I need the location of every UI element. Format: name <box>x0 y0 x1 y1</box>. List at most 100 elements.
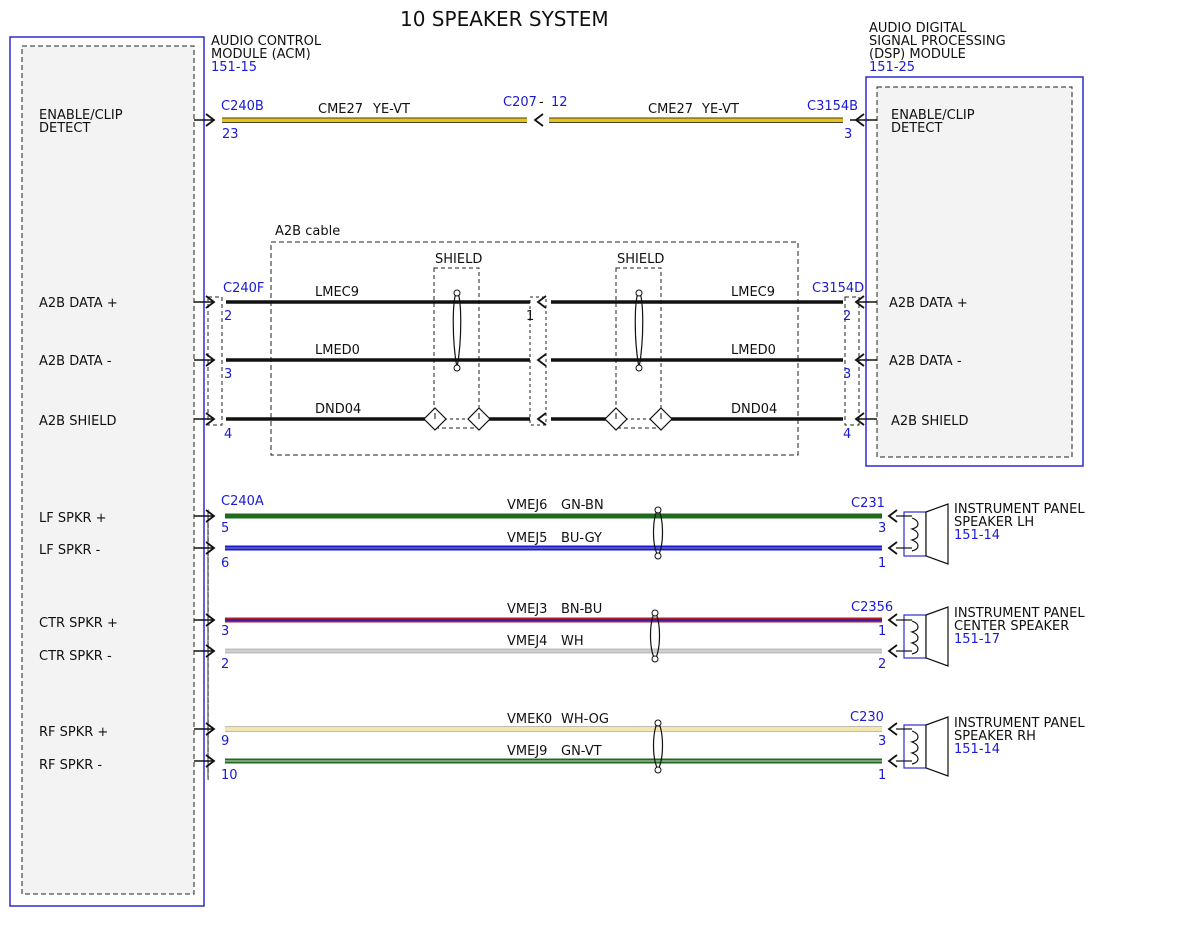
pin-3-rh: 3 <box>878 734 886 749</box>
acm-pin-a2b-data-plus: A2B DATA + <box>39 296 118 311</box>
speaker-icon <box>925 503 949 565</box>
dsp-pin-a2b-shield: A2B SHIELD <box>891 414 969 429</box>
color-wh: WH <box>561 634 584 649</box>
pin-4-acm-a2b: 4 <box>224 427 232 442</box>
shield-right-outline <box>615 267 662 429</box>
arrow-icon <box>536 412 547 426</box>
circuit-vmej9: VMEJ9 <box>507 744 547 759</box>
speaker-center <box>896 606 949 667</box>
speaker-rh-line2: SPEAKER RH <box>954 729 1036 744</box>
speaker-rh-ref: 151-14 <box>954 742 1000 757</box>
a2b-wires <box>194 289 877 431</box>
arrow-icon <box>887 541 898 555</box>
conn-c2356: C2356 <box>851 600 893 615</box>
acm-outline <box>9 36 205 907</box>
conn-c207-dash: - <box>539 95 544 110</box>
circuit-cme27-right: CME27 <box>648 102 693 117</box>
color-wh-og: WH-OG <box>561 712 609 727</box>
pin-4-dsp-a2b: 4 <box>843 427 851 442</box>
speaker-lh-line1: INSTRUMENT PANEL <box>954 502 1085 517</box>
twist-end <box>651 655 659 663</box>
acm-name-line1: AUDIO CONTROL <box>211 34 322 49</box>
pin-3-acm-a2b: 3 <box>224 367 232 382</box>
dsp-name-line1: AUDIO DIGITAL <box>869 21 967 36</box>
conn-c240a: C240A <box>221 494 264 509</box>
circuit-dnd04-left: DND04 <box>315 402 361 417</box>
speaker-rh <box>896 716 949 777</box>
arrow-icon <box>854 113 865 127</box>
conn-c3154b: C3154B <box>807 99 858 114</box>
pin-2-ctr: 2 <box>878 657 886 672</box>
circuit-lmed0-left: LMED0 <box>315 343 360 358</box>
twist-end <box>654 766 662 774</box>
acm-ref: 151-15 <box>211 60 257 75</box>
shield-right-label: SHIELD <box>617 252 664 267</box>
arrow-icon <box>854 412 865 426</box>
acm-pin-a2b-data-minus: A2B DATA - <box>39 354 112 369</box>
acm-name-line2: MODULE (ACM) <box>211 47 311 62</box>
acm-pin-ctr-minus: CTR SPKR - <box>39 649 112 664</box>
twist-end <box>635 289 643 297</box>
color-bu-gy: BU-GY <box>561 531 602 546</box>
twist-end <box>654 552 662 560</box>
diagram-title: 10 SPEAKER SYSTEM <box>400 7 609 31</box>
conn-c240b: C240B <box>221 99 264 114</box>
twist-end <box>635 364 643 372</box>
speaker-ctr-line1: INSTRUMENT PANEL <box>954 606 1085 621</box>
pin-3-dsp-enable: 3 <box>844 127 852 142</box>
dsp-pin-enable-2: DETECT <box>891 121 942 136</box>
circuit-lmec9-left: LMEC9 <box>315 285 359 300</box>
shield-left-outline <box>433 267 480 429</box>
pin-2-acm-a2b: 2 <box>224 309 232 324</box>
twist-end <box>651 609 659 617</box>
circuit-dnd04-right: DND04 <box>731 402 777 417</box>
a2b-cable-label: A2B cable <box>275 224 340 239</box>
dsp-inner <box>876 86 1073 458</box>
circuit-vmek0: VMEK0 <box>507 712 552 727</box>
arrow-icon <box>854 295 865 309</box>
speaker-wires <box>194 506 898 774</box>
c3154d-outline <box>844 296 860 426</box>
acm-module: AUDIO CONTROL MODULE (ACM) 151-15 ENABLE… <box>9 34 322 907</box>
speaker-rh-line1: INSTRUMENT PANEL <box>954 716 1085 731</box>
acm-pin-rf-minus: RF SPKR - <box>39 758 102 773</box>
arrow-icon <box>205 113 216 127</box>
a2b-cable-outline <box>270 241 799 456</box>
pin-1-rh: 1 <box>878 768 886 783</box>
pin-2-dsp-a2b: 2 <box>843 309 851 324</box>
arrow-icon <box>536 353 547 367</box>
coil-icon <box>909 517 919 552</box>
color-gn-vt: GN-VT <box>561 744 602 759</box>
coil-icon <box>909 620 919 655</box>
dsp-ref: 151-25 <box>869 60 915 75</box>
pin-6: 6 <box>221 556 229 571</box>
acm-inner <box>21 45 195 895</box>
acm-pin-rf-plus: RF SPKR + <box>39 725 108 740</box>
speaker-icon <box>925 716 949 777</box>
color-gn-bn: GN-BN <box>561 498 604 513</box>
circuit-vmej6: VMEJ6 <box>507 498 547 513</box>
pin-10: 10 <box>221 768 238 783</box>
pin-1-inline: 1 <box>526 309 534 324</box>
speaker-ctr-line2: CENTER SPEAKER <box>954 619 1069 634</box>
dsp-pin-a2b-data-minus: A2B DATA - <box>889 354 962 369</box>
acm-pin-enable-1: ENABLE/CLIP <box>39 108 123 123</box>
dsp-name-line2: SIGNAL PROCESSING <box>869 34 1006 49</box>
pin-3-lh: 3 <box>878 521 886 536</box>
conn-c231: C231 <box>851 496 885 511</box>
acm-pin-a2b-shield: A2B SHIELD <box>39 414 117 429</box>
circuit-vmej5: VMEJ5 <box>507 531 547 546</box>
pin-5: 5 <box>221 521 229 536</box>
conn-c207-pin: 12 <box>551 95 568 110</box>
acm-pin-lf-plus: LF SPKR + <box>39 511 107 526</box>
dsp-outline <box>865 76 1084 467</box>
arrow-icon <box>887 722 898 736</box>
dsp-module: AUDIO DIGITAL SIGNAL PROCESSING (DSP) MO… <box>865 21 1084 467</box>
circuit-vmej3: VMEJ3 <box>507 602 547 617</box>
circuit-cme27-left: CME27 <box>318 102 363 117</box>
conn-c240f: C240F <box>223 281 264 296</box>
arrow-icon <box>887 509 898 523</box>
acm-pin-enable-2: DETECT <box>39 121 90 136</box>
shield-left-label: SHIELD <box>435 252 482 267</box>
twist-end <box>453 364 461 372</box>
